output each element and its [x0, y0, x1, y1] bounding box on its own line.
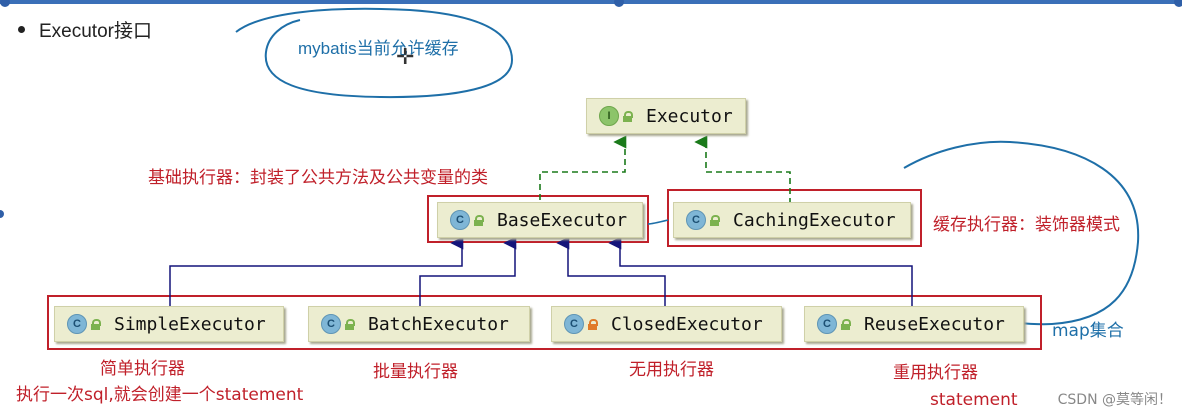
top-border [0, 0, 1182, 4]
bullet-text: Executor接口 [39, 21, 152, 42]
closed-description: 无用执行器 [629, 360, 714, 380]
caching-highlight-box [667, 189, 922, 247]
bullet-dot-icon [18, 26, 25, 34]
bullet-heading: Executor接口 [18, 16, 152, 43]
reuse-extends-edge [608, 236, 913, 306]
unlock-icon [623, 111, 633, 122]
statement-note: statement [930, 390, 1018, 410]
caching-executor-label: CachingExecutor [733, 209, 896, 231]
unlock-icon [474, 215, 484, 226]
simple-executor-node[interactable]: C SimpleExecutor [54, 306, 284, 342]
caching-delegate-edge [647, 219, 669, 225]
handwritten-loop [903, 140, 1140, 326]
base-implements-edge [539, 135, 627, 200]
class-icon: C [686, 210, 706, 230]
class-icon: C [817, 314, 837, 334]
base-executor-node[interactable]: C BaseExecutor [437, 202, 643, 238]
interface-icon: I [599, 106, 619, 126]
simple-extends-edge [169, 236, 464, 306]
class-icon: C [321, 314, 341, 334]
caching-implements-edge [694, 135, 791, 204]
closed-extends-edge [556, 236, 666, 306]
caching-description: 缓存执行器：装饰器模式 [933, 215, 1120, 235]
handwritten-allow-cache: mybatis当前允许缓存 [298, 39, 459, 58]
selection-handle[interactable] [0, 210, 4, 218]
selection-handle[interactable] [614, 0, 624, 7]
reuse-executor-node[interactable]: C ReuseExecutor [804, 306, 1024, 342]
base-description: 基础执行器：封装了公共方法及公共变量的类 [148, 168, 488, 188]
cursor-icon: ✛ [396, 44, 415, 69]
batch-executor-node[interactable]: C BatchExecutor [308, 306, 530, 342]
unlock-icon [710, 215, 720, 226]
executor-label: Executor [646, 105, 733, 127]
batch-extends-edge [419, 236, 517, 306]
reuse-description: 重用执行器 [893, 363, 978, 383]
simple-description: 简单执行器 [100, 359, 185, 379]
selection-handle[interactable] [0, 0, 10, 7]
subclasses-highlight-box [47, 295, 1042, 350]
watermark: CSDN @莫等闲！ [1057, 392, 1172, 408]
lock-icon [588, 319, 598, 330]
selection-handle[interactable] [1174, 0, 1182, 7]
simple-executor-label: SimpleExecutor [114, 313, 266, 335]
base-highlight-box [427, 195, 649, 243]
reuse-executor-label: ReuseExecutor [864, 313, 1005, 335]
class-icon: C [564, 314, 584, 334]
handwritten-cache-ellipse [235, 7, 514, 99]
class-icon: C [67, 314, 87, 334]
abstract-class-icon: C [450, 210, 470, 230]
batch-executor-label: BatchExecutor [368, 313, 509, 335]
map-collection-note: map集合 [1052, 321, 1124, 341]
closed-executor-label: ClosedExecutor [611, 313, 763, 335]
closed-executor-node[interactable]: C ClosedExecutor [551, 306, 782, 342]
base-executor-label: BaseExecutor [497, 209, 628, 231]
unlock-icon [91, 319, 101, 330]
executor-node[interactable]: I Executor [586, 98, 746, 134]
unlock-icon [841, 319, 851, 330]
caching-executor-node[interactable]: C CachingExecutor [673, 202, 911, 238]
batch-description: 批量执行器 [373, 362, 458, 382]
unlock-icon [345, 319, 355, 330]
simple-note: 执行一次sql,就会创建一个statement [16, 385, 304, 405]
